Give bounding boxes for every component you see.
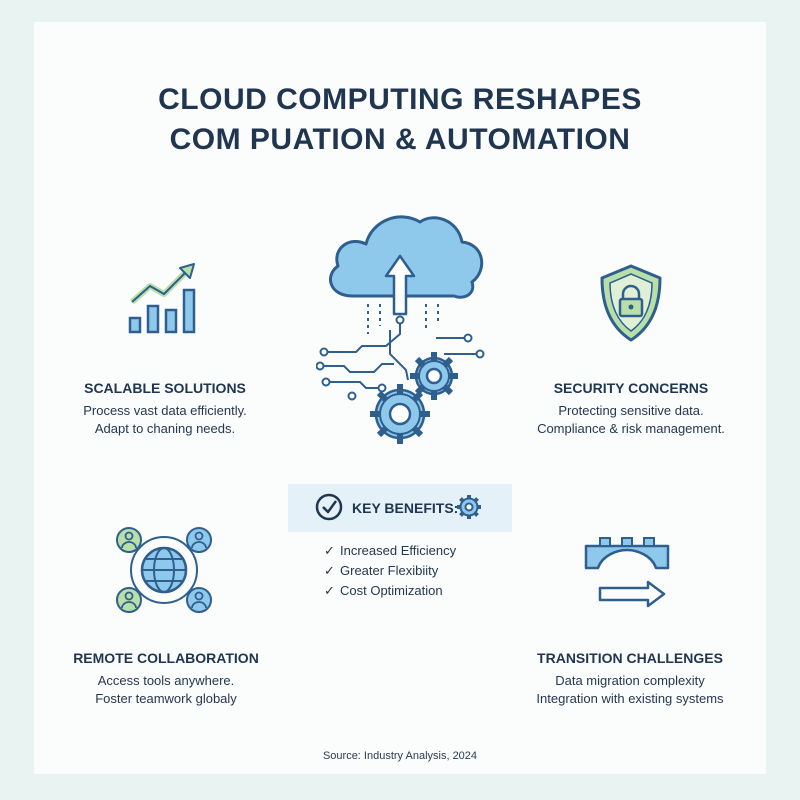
source-note: Source: Industry Analysis, 2024 (322, 750, 478, 762)
benefit-item: ✓Greater Flexibiity (324, 563, 439, 578)
check-circle-icon (315, 493, 343, 521)
benefit-item: ✓Cost Optimization (324, 583, 443, 598)
title-line-1: CLOUD COMPUTING RESHAPES (158, 83, 642, 116)
remote-description: Access tools anywhere. Foster teamwork g… (95, 673, 237, 706)
title-line-2: COM PUATION & AUTOMATION (169, 123, 631, 156)
security-description: Protecting sensitive data. Compliance & … (537, 403, 725, 436)
remote-heading: REMOTE COLLABORATION (73, 650, 259, 666)
bridge-arrow-icon (584, 537, 670, 608)
shield-lock-icon (600, 264, 662, 342)
gear-icon (457, 495, 481, 519)
cloud-upload-gears-icon (316, 215, 485, 444)
check-icon: ✓ (324, 543, 335, 558)
scalable-heading: SCALABLE SOLUTIONS (84, 380, 246, 396)
key-benefits-label: KEY BENEFITS: (352, 500, 459, 516)
check-icon: ✓ (324, 563, 335, 578)
growth-chart-icon (128, 263, 196, 334)
security-heading: SECURITY CONCERNS (553, 380, 709, 396)
page-title: CLOUD COMPUTING RESHAPES COM PUATION & A… (0, 80, 800, 160)
globe-people-icon (116, 527, 212, 613)
transition-description: Data migration complexity Integration wi… (536, 673, 724, 706)
benefit-item: ✓Increased Efficiency (324, 543, 457, 558)
scalable-description: Process vast data efficiently. Adapt to … (83, 403, 247, 436)
check-icon: ✓ (324, 583, 335, 598)
transition-heading: TRANSITION CHALLENGES (537, 650, 723, 666)
